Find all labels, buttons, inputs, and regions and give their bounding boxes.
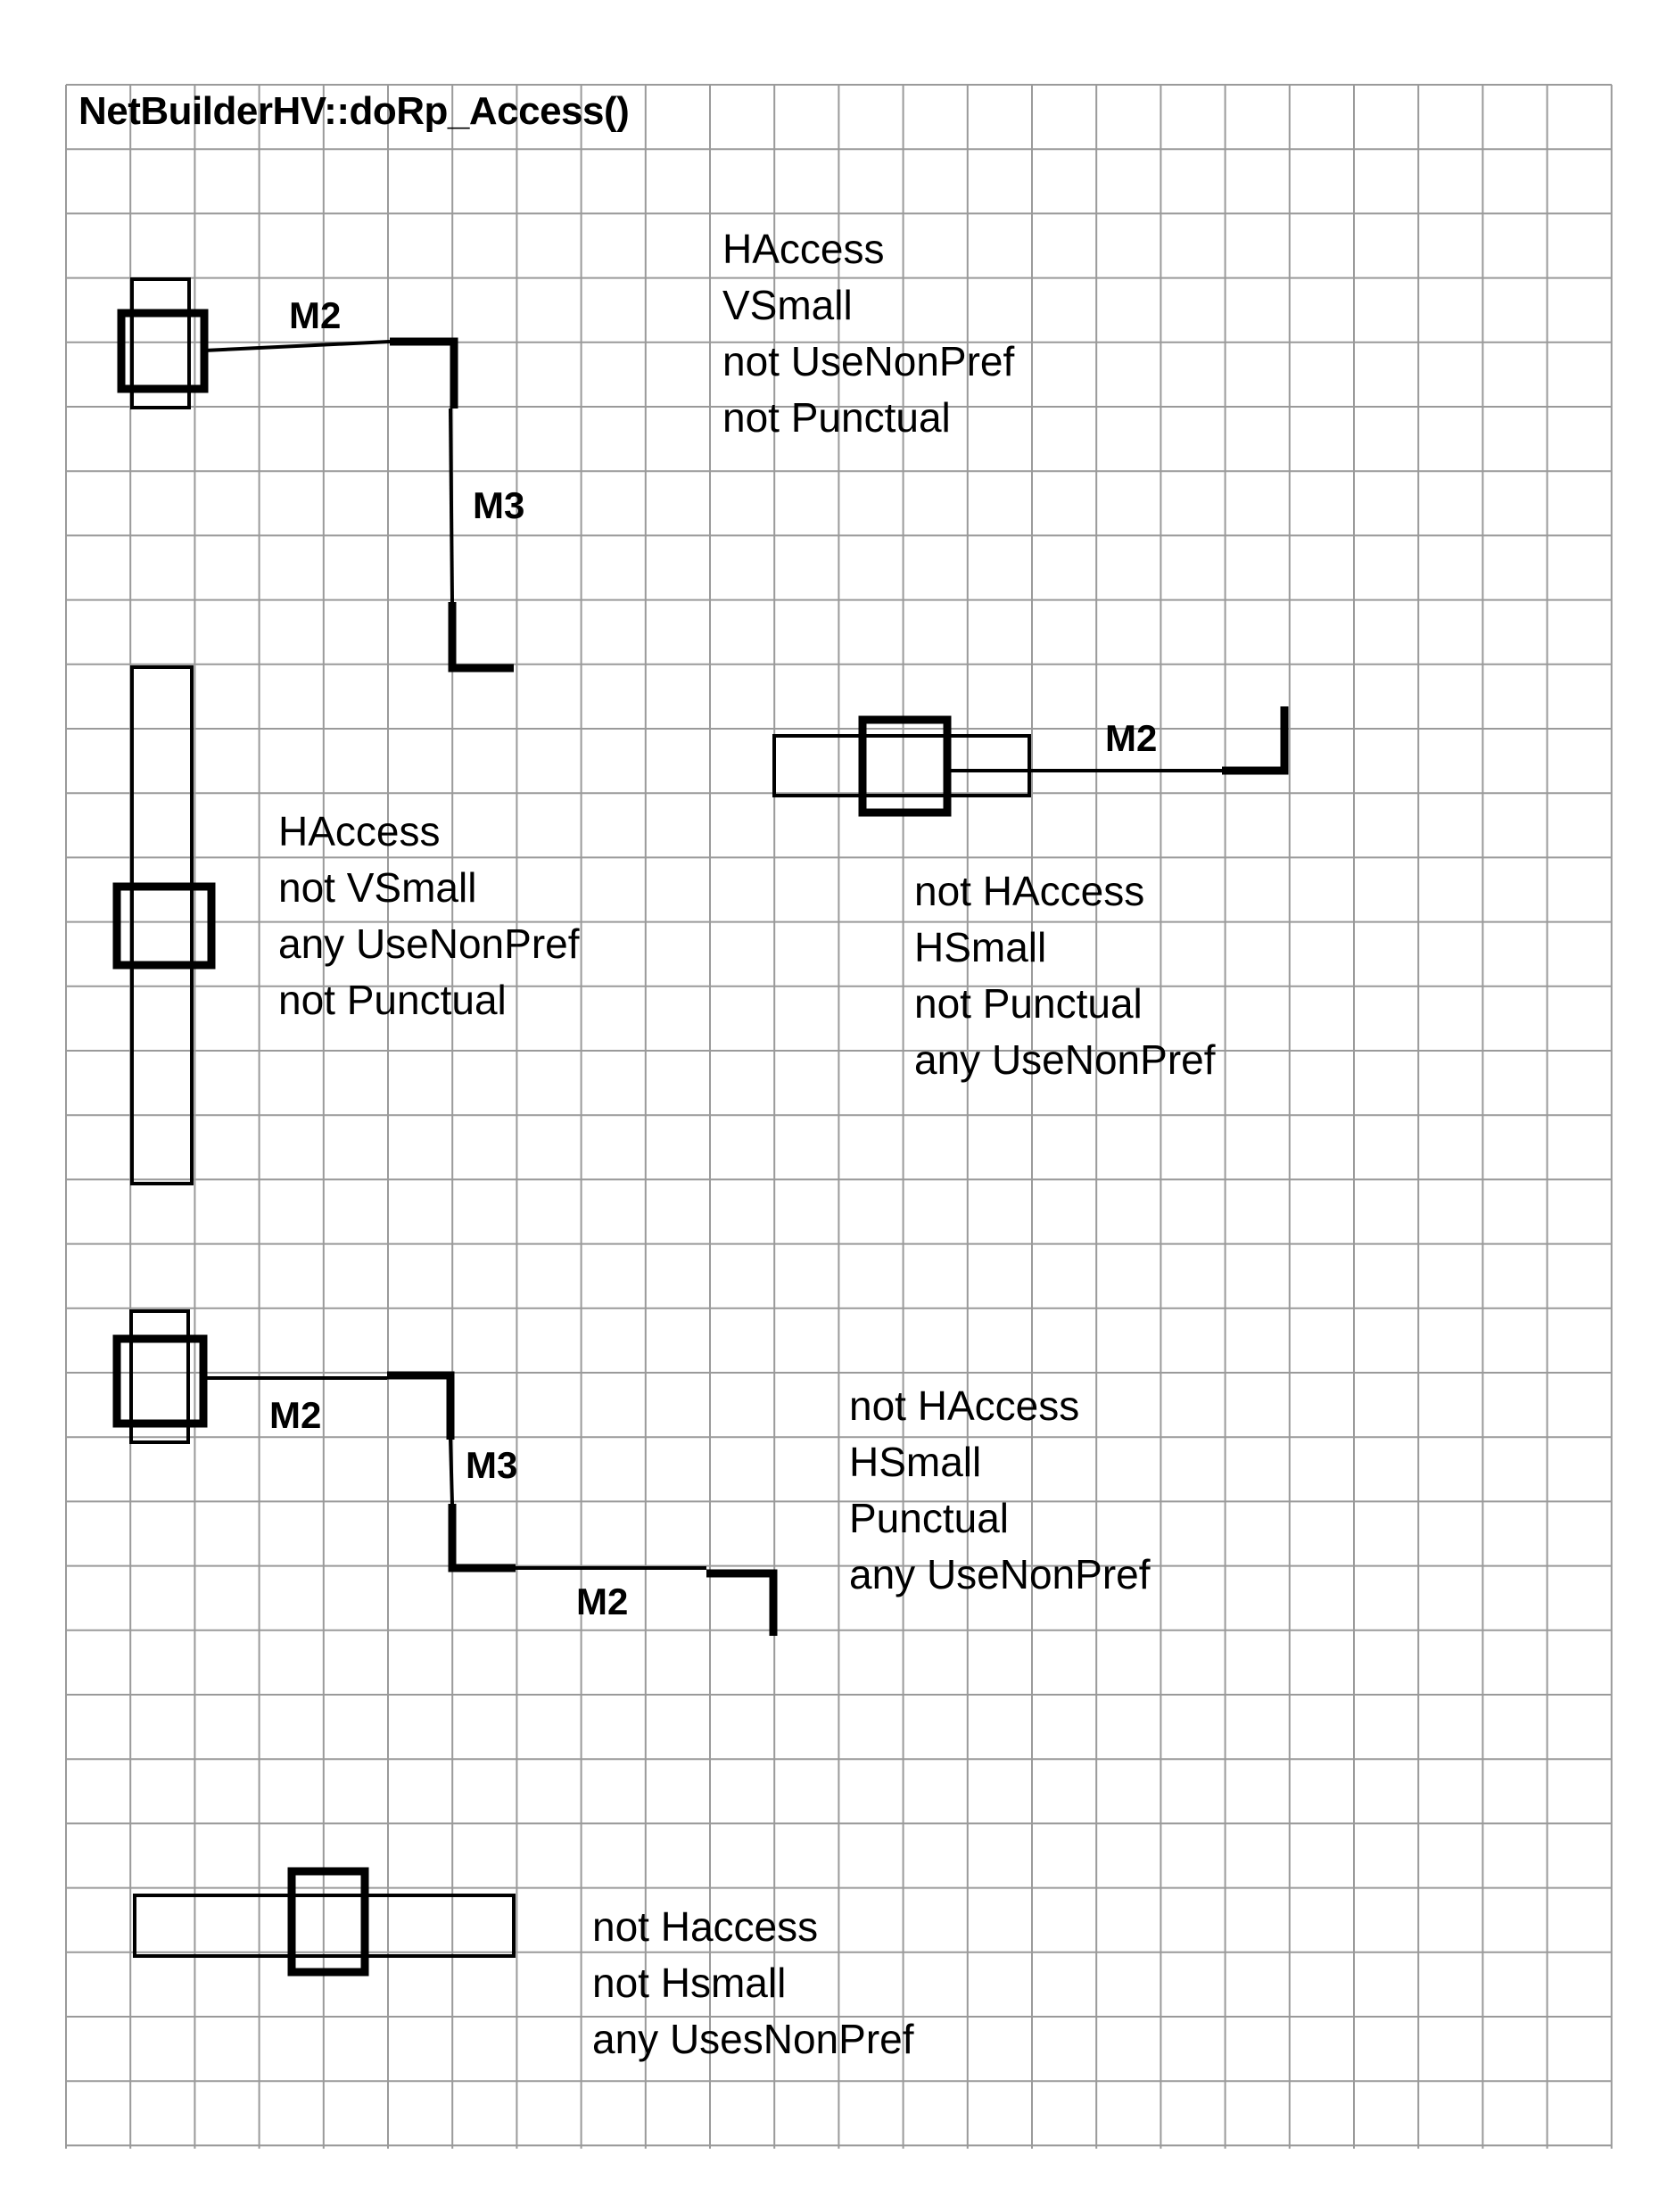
- page-title: NetBuilderHV::doRp_Access(): [78, 89, 630, 133]
- case-1-wire-m2: [203, 340, 391, 352]
- case-1-wire-m3: [449, 408, 454, 603]
- case-4-contact: [112, 1334, 208, 1428]
- case-2-condition: not VSmall: [278, 864, 477, 911]
- case-4-metal-label-1: M2: [269, 1394, 322, 1436]
- case-4-conditions: not HAccess HSmall Punctual any UseNonPr…: [849, 1378, 1151, 1603]
- case-5-contact: [287, 1867, 369, 1977]
- case-1-metal-label-2: M3: [473, 484, 525, 526]
- case-3-condition: not HAccess: [914, 868, 1145, 914]
- case-1-wire-end: [448, 602, 514, 673]
- case-5-diagram: [133, 1867, 516, 1977]
- case-4-wire-end: [706, 1569, 778, 1636]
- case-2-diagram: [112, 665, 216, 1185]
- case-4-contact-outer: [129, 1309, 190, 1444]
- case-1-condition: VSmall: [722, 282, 853, 328]
- case-2-condition: not Punctual: [278, 977, 507, 1023]
- case-3-condition: any UseNonPref: [914, 1036, 1216, 1083]
- case-3-condition: HSmall: [914, 924, 1047, 970]
- case-3-metal-label-1: M2: [1105, 717, 1158, 759]
- case-4-condition: any UseNonPref: [849, 1551, 1151, 1597]
- case-1-contact: [117, 309, 209, 393]
- case-3-condition: not Punctual: [914, 980, 1143, 1027]
- case-4-wire-corner-2: [448, 1504, 516, 1572]
- case-4-condition: Punctual: [849, 1495, 1010, 1541]
- case-2-condition: HAccess: [278, 808, 441, 854]
- case-5-condition: any UsesNonPref: [592, 2016, 914, 2062]
- case-3-wide-pad: [772, 734, 1031, 797]
- case-2-tall-pad: [130, 665, 194, 1185]
- case-4-metal-label-2: M3: [466, 1444, 518, 1486]
- case-1-condition: not Punctual: [722, 394, 951, 441]
- case-4-wire-m3: [449, 1439, 454, 1505]
- case-1-condition: HAccess: [722, 226, 885, 272]
- case-5-wide-pad: [133, 1894, 516, 1958]
- case-1-conditions: HAccess VSmall not UseNonPref not Punctu…: [722, 221, 1014, 446]
- case-2-conditions: HAccess not VSmall any UseNonPref not Pu…: [278, 804, 580, 1028]
- case-4-condition: HSmall: [849, 1439, 982, 1485]
- case-1-wire-corner: [390, 337, 458, 409]
- case-1-condition: not UseNonPref: [722, 338, 1015, 384]
- case-4-condition: not HAccess: [849, 1382, 1080, 1429]
- case-1-diagram: [117, 277, 514, 673]
- case-2-contact: [112, 882, 216, 970]
- case-5-condition: not Hsmall: [592, 1960, 787, 2006]
- case-1-metal-label-1: M2: [289, 294, 342, 336]
- case-5-condition: not Haccess: [592, 1903, 819, 1950]
- grid-lines: [65, 84, 1613, 2149]
- case-1-contact-outer: [130, 277, 191, 409]
- case-3-conditions: not HAccess HSmall not Punctual any UseN…: [914, 863, 1216, 1088]
- case-4-diagram: [112, 1309, 778, 1636]
- case-4-wire-corner-1: [387, 1371, 455, 1440]
- case-3-wire-end: [1222, 706, 1289, 775]
- case-5-conditions: not Haccess not Hsmall any UsesNonPref: [592, 1899, 914, 2068]
- case-4-metal-label-3: M2: [576, 1581, 629, 1622]
- case-3-contact: [858, 715, 952, 817]
- case-3-diagram: [772, 706, 1289, 817]
- case-2-condition: any UseNonPref: [278, 920, 580, 967]
